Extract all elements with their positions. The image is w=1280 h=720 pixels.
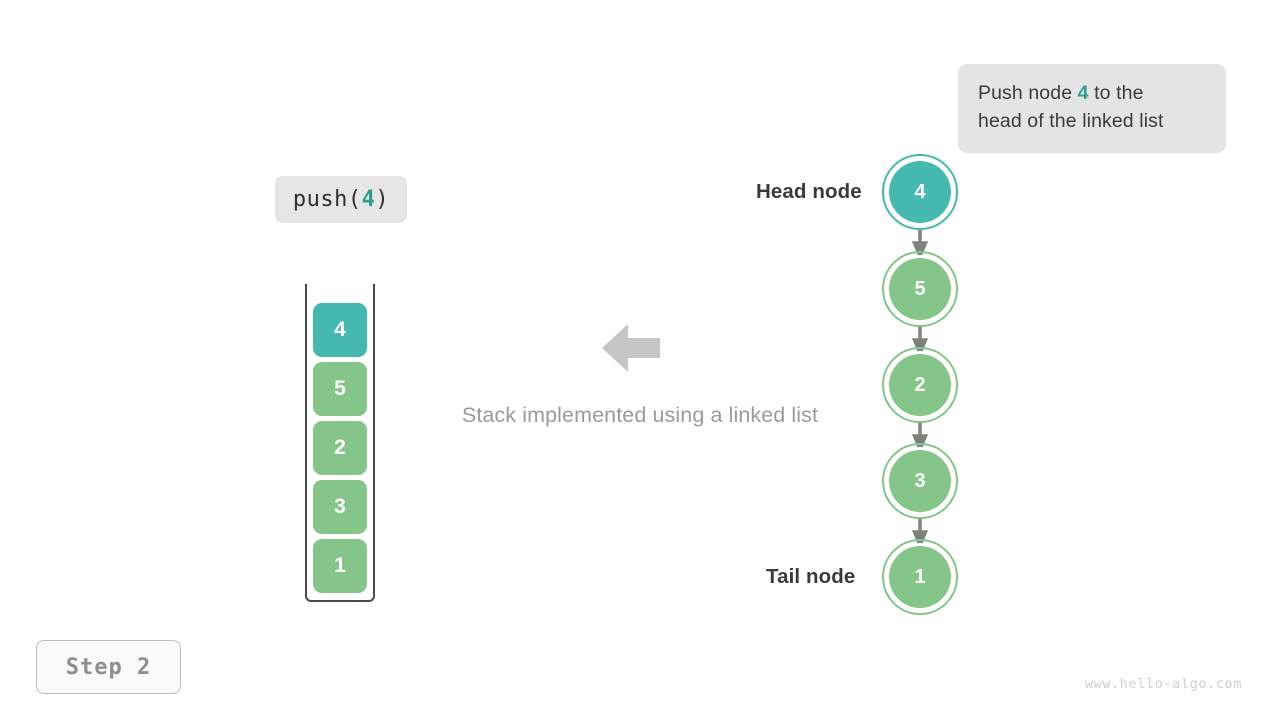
callout-text-prefix: Push node	[978, 82, 1078, 104]
list-node: 2	[882, 347, 958, 423]
operation-chip: push(4)	[275, 176, 407, 223]
callout-highlight-value: 4	[1077, 82, 1089, 104]
step-badge: Step 2	[36, 640, 181, 694]
stack-container: 4 5 2 3 1	[305, 284, 375, 602]
callout-bubble: Push node 4 to the head of the linked li…	[958, 64, 1226, 154]
list-node: 5	[882, 251, 958, 327]
stack-cell: 1	[313, 539, 367, 593]
stack-cell: 3	[313, 480, 367, 534]
list-node-value: 2	[914, 373, 926, 396]
figure-caption: Stack implemented using a linked list	[461, 403, 819, 427]
stack-cell: 4	[313, 303, 367, 357]
list-node-head: 4	[882, 154, 958, 230]
list-node-value: 1	[914, 565, 926, 588]
list-node-tail: 1	[882, 539, 958, 615]
stack-cell: 2	[313, 421, 367, 475]
operation-argument: 4	[361, 187, 376, 212]
operation-suffix: )	[375, 187, 390, 212]
watermark: www.hello-algo.com	[1084, 676, 1242, 692]
stack-frame-border	[305, 284, 375, 602]
stack-cell-list: 4 5 2 3 1	[313, 303, 367, 598]
linked-list: 4 5 2 3 1	[856, 140, 986, 620]
operation-prefix: push(	[292, 187, 362, 212]
list-node-value: 4	[914, 180, 926, 203]
list-node-value: 5	[914, 277, 926, 300]
callout-text-line2: head of the linked list	[978, 109, 1164, 132]
linked-list-edges	[911, 230, 929, 550]
stack-cell: 5	[313, 362, 367, 416]
list-node-value: 3	[914, 469, 926, 492]
left-arrow-icon	[600, 318, 662, 378]
list-node: 3	[882, 443, 958, 519]
head-node-label: Head node	[756, 180, 862, 203]
tail-node-label: Tail node	[766, 565, 856, 588]
callout-text-suffix: to the	[1088, 82, 1144, 104]
